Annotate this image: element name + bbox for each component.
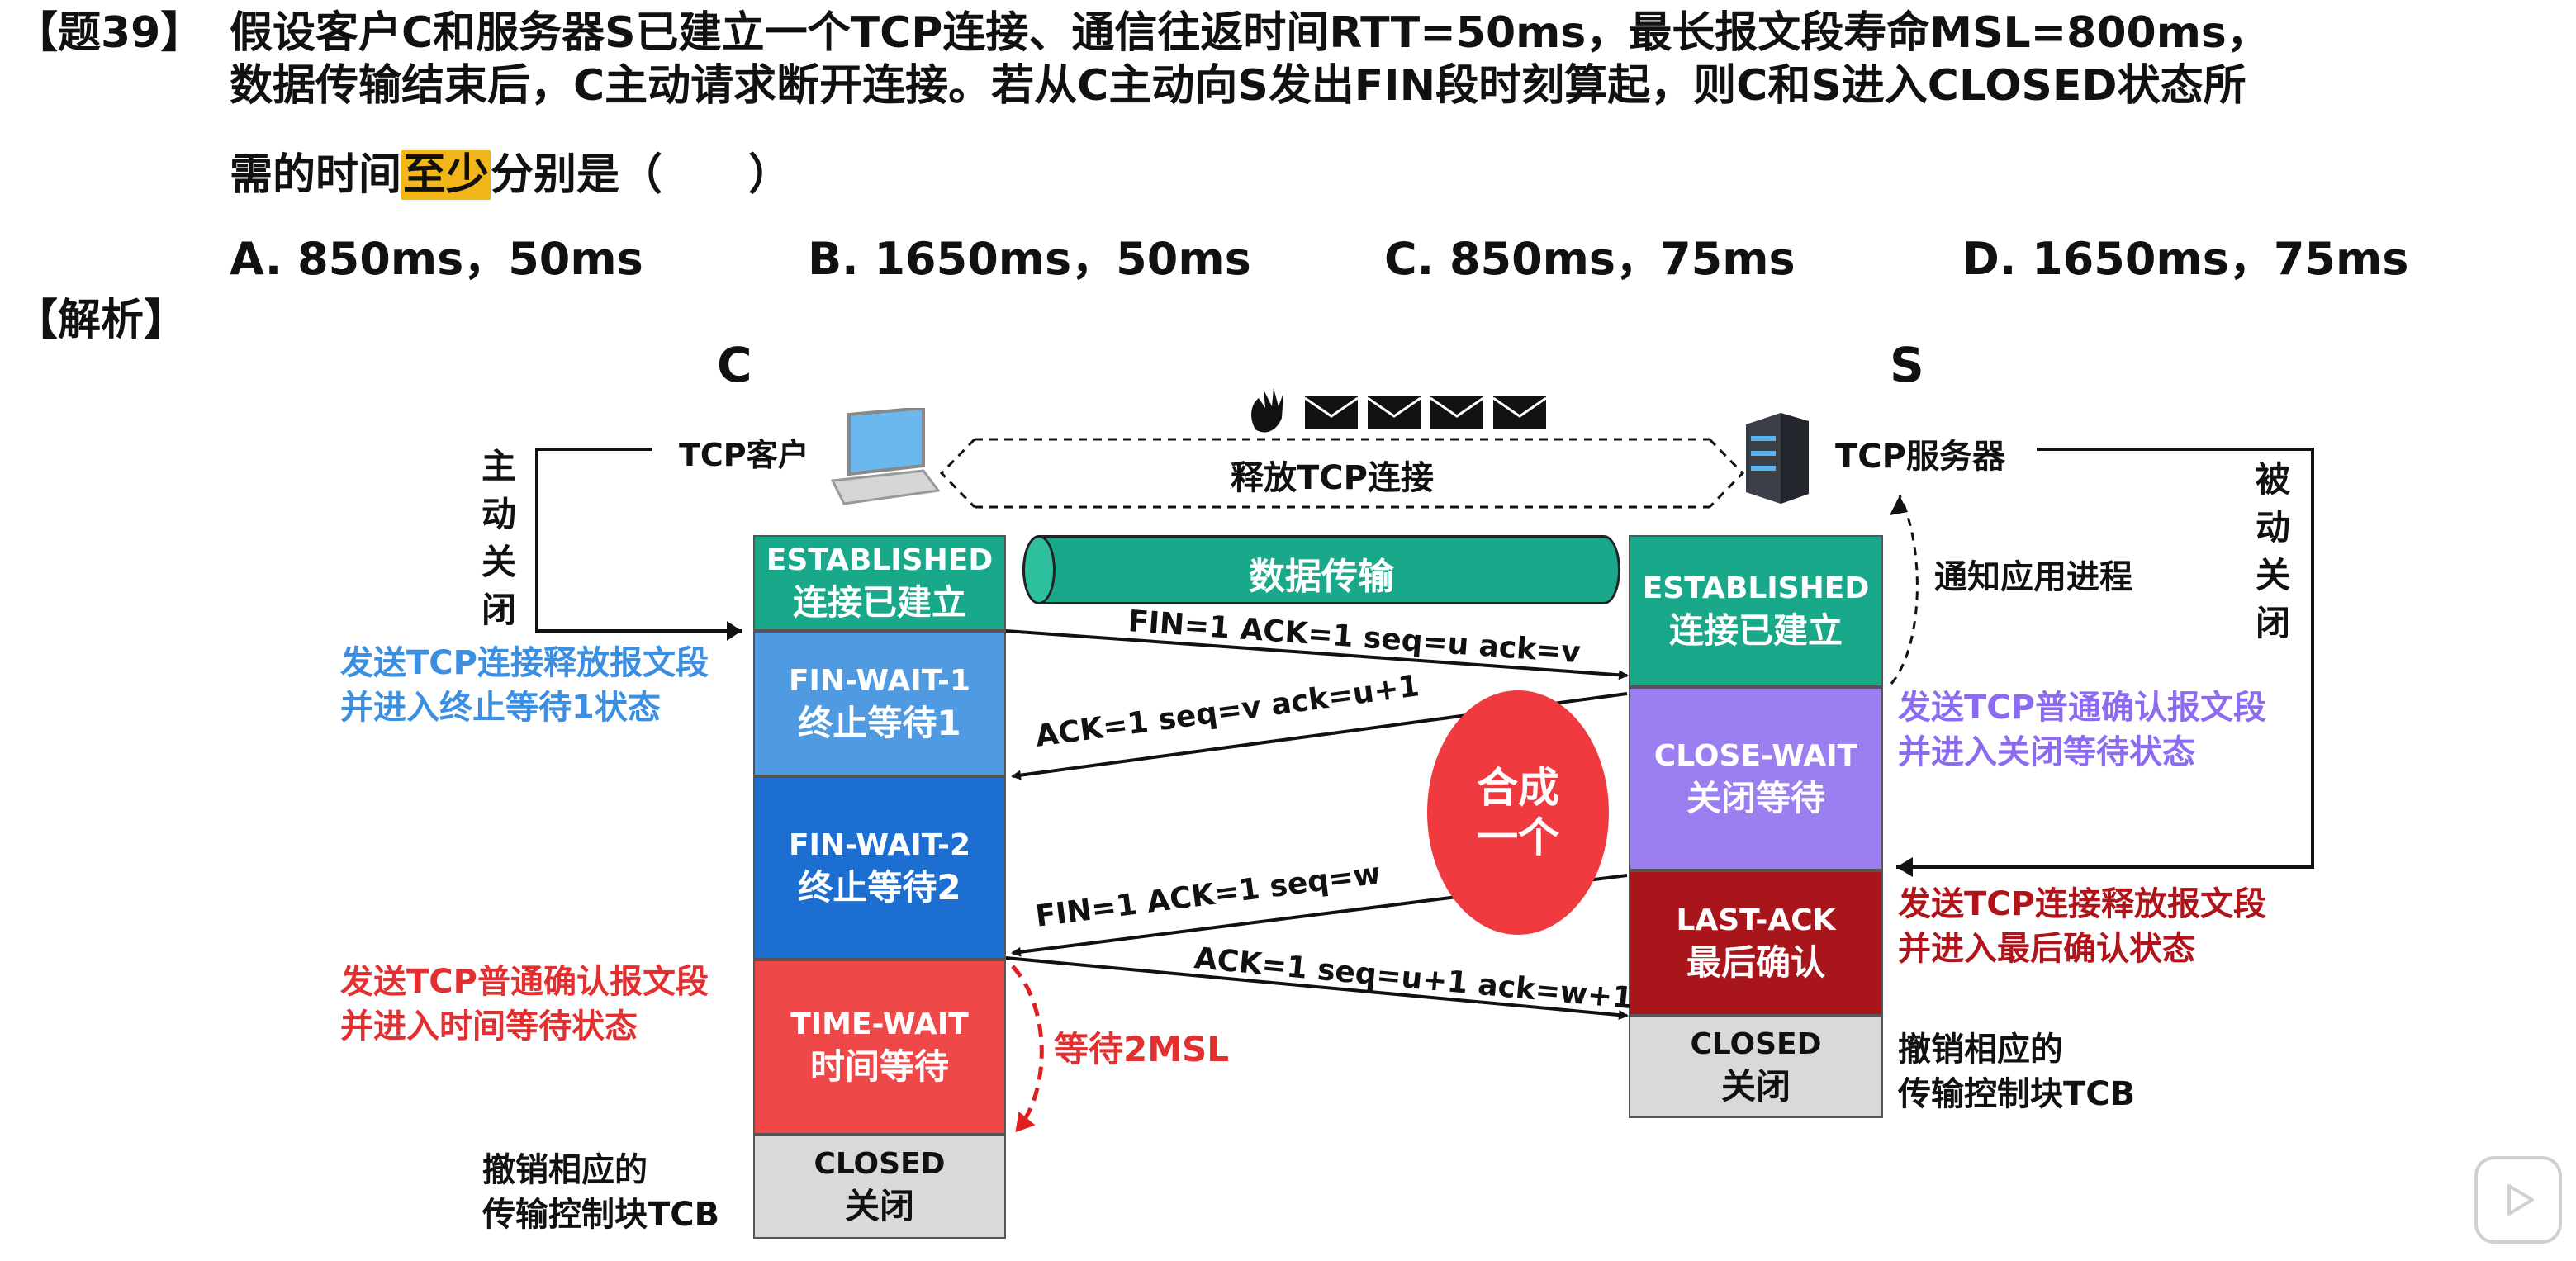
notify-app-label: 通知应用进程 — [1934, 558, 2132, 596]
wait-2msl-label: 等待2MSL — [1054, 1029, 1230, 1069]
question-line-2: 数据传输结束后，C主动请求断开连接。若从C主动向S发出FIN段时刻算起，则C和S… — [230, 61, 2246, 111]
play-icon — [2507, 1184, 2534, 1216]
server-ack-note: 发送TCP普通确认报文段并进入关闭等待状态 — [1898, 689, 2266, 771]
client-tcb-note: 撤销相应的传输控制块TCB — [482, 1151, 720, 1234]
wait-2msl-curve — [1011, 965, 1044, 1133]
passive-close-label: 被动关闭 — [2255, 459, 2290, 643]
option-c: C. 850ms，75ms — [1384, 233, 1796, 285]
active-close-bracket — [535, 448, 742, 641]
question-tag: 【题39】 — [15, 8, 204, 58]
server-tcb-note: 撤销相应的传输控制块TCB — [1898, 1031, 2136, 1113]
question-line-3: 需的时间至少分别是（ ） — [230, 149, 791, 201]
envelope-icons — [1251, 388, 1547, 433]
msg-fin-line — [1005, 629, 1629, 680]
notify-app-curve — [1890, 495, 1919, 685]
pipe-end-cap — [1022, 535, 1056, 604]
play-button[interactable] — [2474, 1156, 2562, 1244]
data-transfer-pipe — [1022, 535, 1620, 604]
question-line-3-post: 分别是（ ） — [491, 150, 792, 200]
question-line-1: 假设客户C和服务器S已建立一个TCP连接、通信往返时间RTT=50ms，最长报文… — [230, 8, 2270, 58]
data-transfer-label: 数据传输 — [1249, 556, 1394, 598]
client-label: TCP客户 — [679, 437, 809, 473]
server-fin-note: 发送TCP连接释放报文段并进入最后确认状态 — [1898, 885, 2266, 968]
msg-final-ack-line — [1005, 956, 1629, 1021]
option-d: D. 1650ms，75ms — [1962, 233, 2409, 285]
client-letter: C — [717, 337, 752, 393]
server-icon — [1746, 413, 1809, 504]
analysis-label: 【解析】 — [15, 296, 187, 345]
laptop-icon — [830, 408, 940, 505]
client-ack-note: 发送TCP普通确认报文段并进入时间等待状态 — [340, 963, 709, 1045]
highlight-at-least: 至少 — [401, 150, 491, 200]
option-b: B. 1650ms，50ms — [808, 233, 1251, 285]
server-label: TCP服务器 — [1835, 438, 2005, 476]
question-line-3-pre: 需的时间 — [230, 150, 402, 200]
server-letter: S — [1890, 337, 1924, 393]
release-dashed-box — [939, 438, 1745, 509]
option-a: A. 850ms，50ms — [230, 233, 643, 285]
client-fin-note: 发送TCP连接释放报文段并进入终止等待1状态 — [340, 644, 709, 727]
active-close-label: 主动关闭 — [481, 446, 516, 630]
passive-close-bracket — [1896, 448, 2314, 877]
merge-ellipse: 合成一个 — [1427, 690, 1609, 935]
release-label: 释放TCP连接 — [1231, 459, 1434, 497]
